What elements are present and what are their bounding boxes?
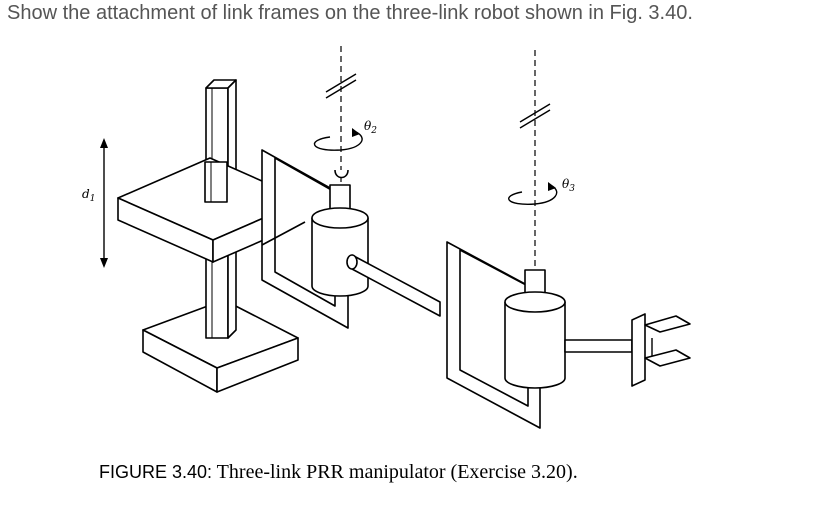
theta3-label: θ3 (562, 177, 575, 194)
connecting-arm (346, 254, 441, 317)
theta2-label: θ2 (364, 119, 377, 136)
figure-caption-label: FIGURE 3.40: (99, 462, 213, 482)
figure-caption-text: Three-link PRR manipulator (Exercise 3.2… (212, 461, 578, 483)
joint2-cylinder (311, 169, 369, 297)
gripper-assembly (564, 313, 691, 387)
d1-dimension: d1 (82, 138, 108, 268)
robot-figure: d1 θ2 (0, 40, 827, 507)
theta2-axis: θ2 (313, 46, 377, 205)
joint3-cylinder (504, 269, 566, 389)
question-text: Show the attachment of link frames on th… (7, 2, 693, 24)
theta3-axis: θ3 (508, 50, 575, 310)
figure-caption: FIGURE 3.40: Three-link PRR manipulator … (99, 461, 578, 484)
prr-manipulator-diagram: d1 θ2 (82, 46, 691, 429)
d1-label: d1 (82, 187, 95, 204)
sliding-plate (117, 157, 306, 263)
